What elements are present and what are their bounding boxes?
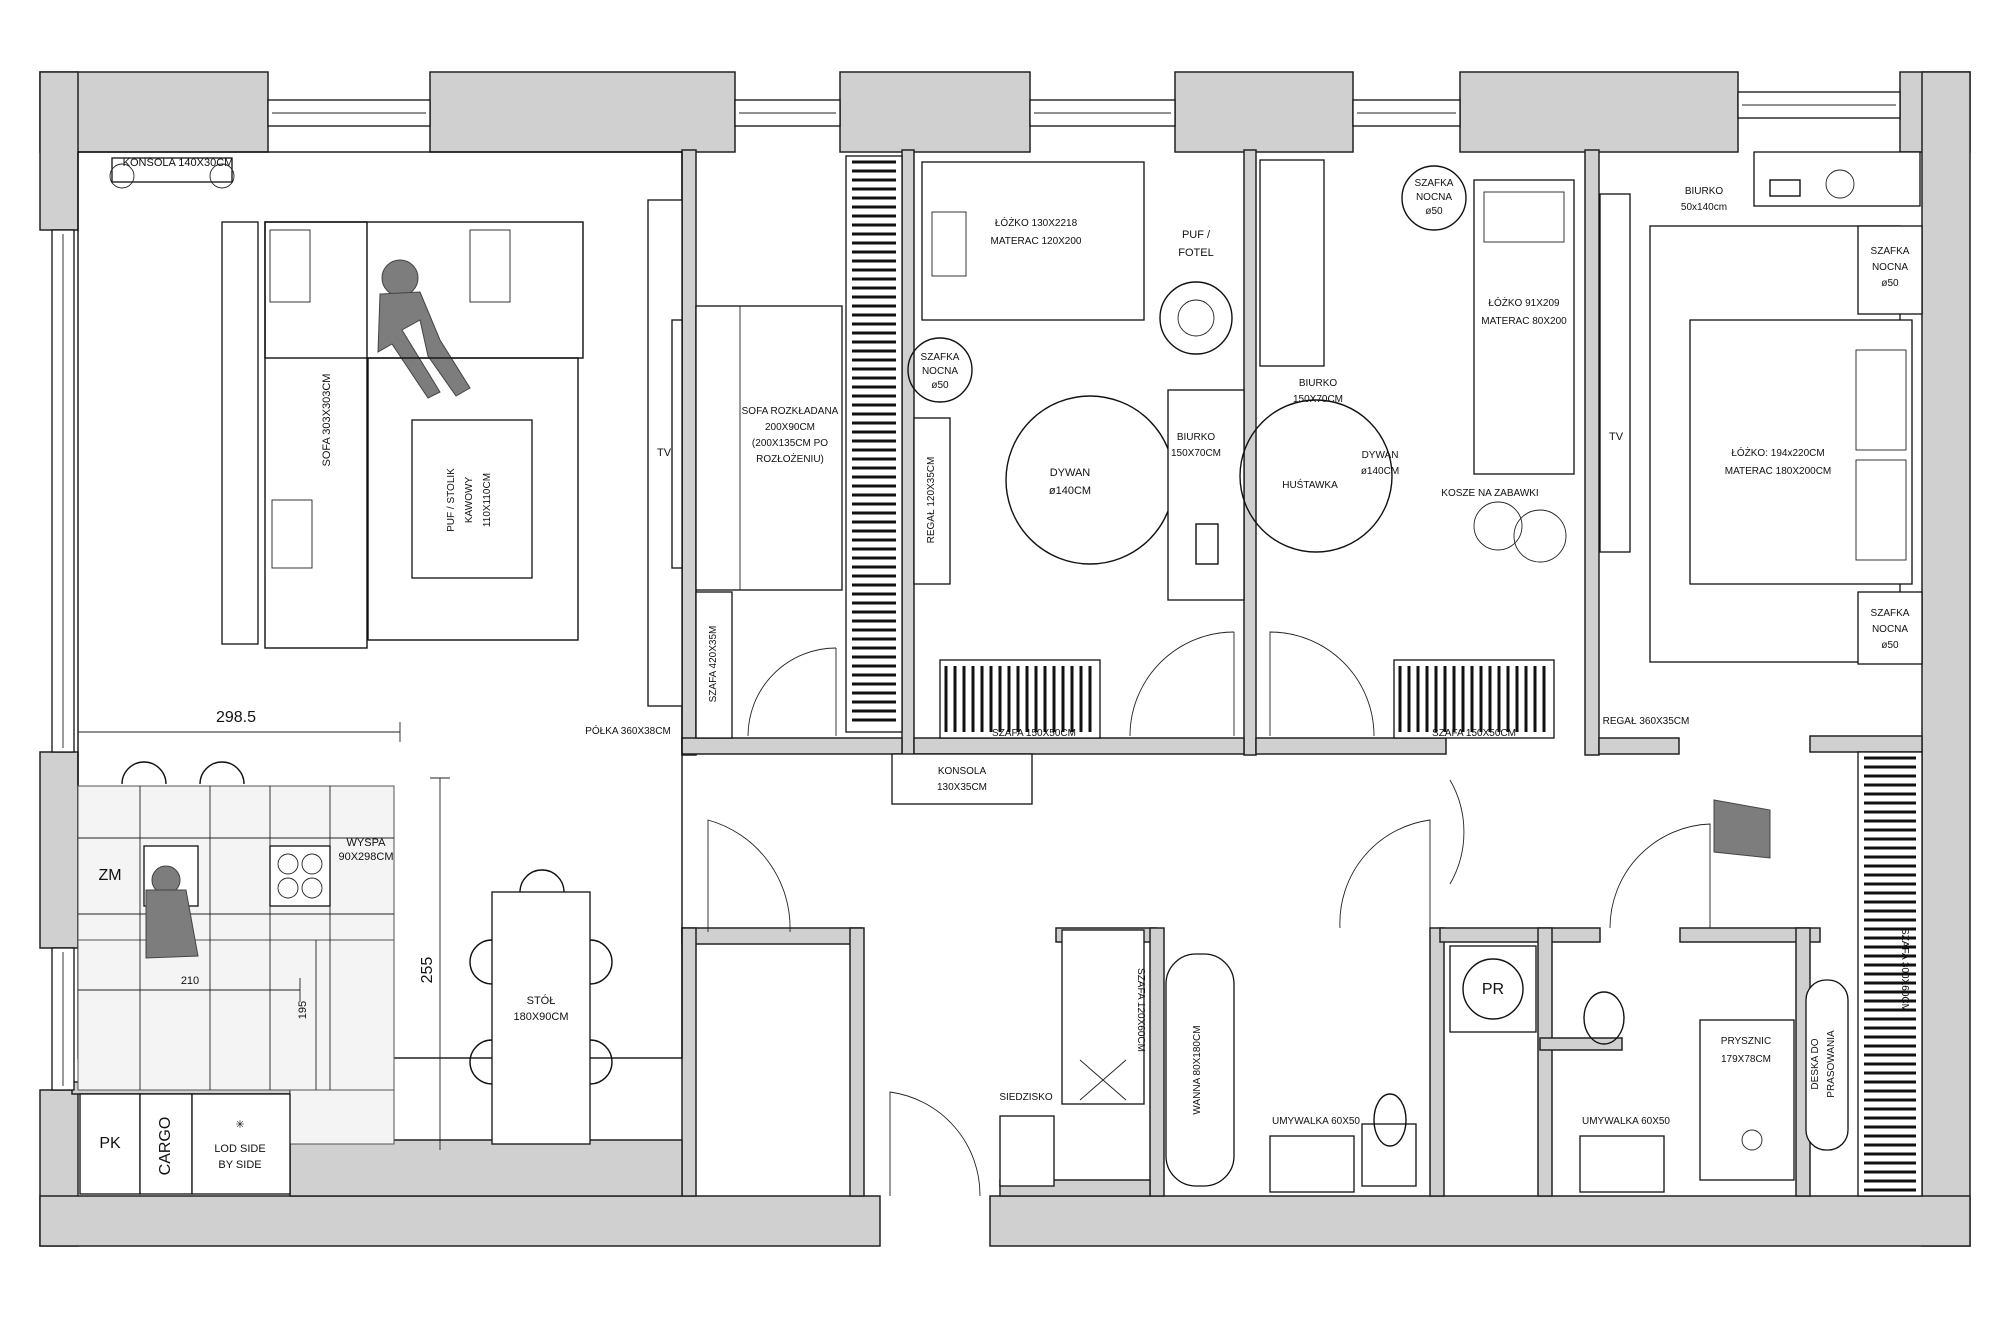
sofabed-label-4: ROZŁOŻENIU): [756, 452, 824, 465]
person-hall-icon: [1713, 799, 1771, 859]
room-3: SZAFKA NOCNA ø50 ŁÓŻKO 91X209 MATERAC 80…: [1239, 159, 1575, 739]
seat-label: SIEDZISKO: [999, 1092, 1053, 1103]
nightstand-r3-label-1: SZAFKA: [1415, 178, 1454, 189]
puf-r2-label-1: PUF /: [1182, 229, 1211, 241]
table-label-2: 180X90CM: [513, 1011, 568, 1023]
dimension-width-label: 298.5: [216, 709, 256, 726]
bed-master-label-2: MATERAC 180X200CM: [1725, 466, 1832, 477]
ironing-label-2: PRASOWANIA: [1826, 1030, 1837, 1098]
fridge-label-1: LOD SIDE: [214, 1143, 265, 1155]
cargo-label: CARGO: [157, 1117, 174, 1176]
puf-r2-label-2: FOTEL: [1178, 247, 1213, 259]
rug-r3-label-1: DYWAN: [1362, 450, 1399, 461]
desk-r2-label-1: BIURKO: [1177, 432, 1216, 443]
wardrobe-r1-label: SZAFA 420X35M: [708, 626, 719, 703]
master-bedroom: ŁÓŻKO: 194x220CM MATERAC 180X200CM SZAFK…: [1599, 151, 1923, 727]
rug-r2-label-2: ø140CM: [1049, 485, 1091, 497]
table-label-1: STÓŁ: [527, 994, 556, 1007]
puf-label-3: 110X110CM: [482, 473, 493, 527]
dining-table: STÓŁ 180X90CM: [469, 869, 613, 1145]
tub-label: WANNA 80X180CM: [1192, 1025, 1203, 1114]
desk-master-label-1: BIURKO: [1685, 186, 1724, 197]
console-r2-label-2: 130X35CM: [937, 782, 987, 793]
sofabed-label-1: SOFA ROZKŁADANA: [742, 406, 839, 417]
console-r2-label-1: KONSOLA: [938, 766, 987, 777]
room-2: ŁÓŻKO 130X2218 MATERAC 120X200 PUF / FOT…: [891, 161, 1245, 805]
room-1: SOFA ROZKŁADANA 200X90CM (200X135CM PO R…: [585, 155, 903, 739]
puf-label-2: KAWOWY: [464, 477, 475, 524]
hall-wardrobe-label: SZAFA 300X60CM: [1899, 928, 1910, 1012]
sink-b2-label: UMYWALKA 60X50: [1582, 1116, 1670, 1127]
wyspa-label-2: 90X298CM: [338, 851, 393, 863]
desk-r2-label-2: 150X70CM: [1171, 448, 1221, 459]
nightstand-top-label-3: ø50: [1881, 278, 1899, 289]
outer-walls: [39, 71, 1971, 1247]
desk-r3-label-1: BIURKO: [1299, 378, 1338, 389]
puf-label-1: PUF / STOLIK: [446, 468, 457, 532]
dimension-height-label: 255: [419, 957, 436, 984]
dim-210-label: 210: [181, 975, 199, 987]
nightstand-r2-label-3: ø50: [931, 380, 949, 391]
shelf-r1-label: PÓŁKA 360X38CM: [585, 724, 671, 737]
wardrobe-hangers-r2: [939, 659, 1101, 739]
pk-label: PK: [99, 1135, 121, 1152]
console-top-label: KONSOLA 140X30CM: [123, 157, 234, 169]
dim-195-label: 195: [297, 1001, 309, 1019]
shower-label-2: 179X78CM: [1721, 1054, 1771, 1065]
bed-r3-label-1: ŁÓŻKO 91X209: [1488, 296, 1560, 309]
nightstand-r2-label-1: SZAFKA: [921, 352, 960, 363]
nightstand-r3-label-2: NOCNA: [1416, 192, 1452, 203]
pr-label: PR: [1482, 981, 1504, 998]
rug-r2-label-1: DYWAN: [1050, 467, 1091, 479]
rug-r3-label-2: ø140CM: [1361, 466, 1399, 477]
tv-label-master: TV: [1609, 431, 1624, 443]
snowflake-icon: ✳: [235, 1119, 244, 1131]
bathroom-2: UMYWALKA 60X50 PRYSZNIC 179X78CM: [1579, 991, 1795, 1193]
wardrobe-r2-label: SZAFA 150X50CM: [992, 728, 1076, 739]
nightstand-top-label-2: NOCNA: [1872, 262, 1908, 273]
wardrobe-r3-label: SZAFA 150X50CM: [1432, 728, 1516, 739]
nightstand-bot-label-2: NOCNA: [1872, 624, 1908, 635]
regal-master-label: REGAŁ 360X35CM: [1603, 716, 1690, 727]
nightstand-r3-label-3: ø50: [1425, 206, 1443, 217]
zm-label: ZM: [98, 867, 121, 884]
bed-r2-label-1: ŁÓŻKO 130X2218: [995, 216, 1078, 229]
baskets-label: KOSZE NA ZABAWKI: [1441, 488, 1538, 499]
nightstand-r2-label-2: NOCNA: [922, 366, 958, 377]
sofabed-label-2: 200X90CM: [765, 422, 815, 433]
hall-wardrobe-small-label: SZAFA 120X60CM: [1135, 968, 1146, 1052]
hall: SZAFA 120X60CM SIEDZISKO PR DESKA DO PRA…: [707, 751, 1923, 1197]
person-icon: [377, 259, 471, 399]
wyspa-label-1: WYSPA: [347, 837, 387, 849]
wardrobe-hangers-r3: [1393, 659, 1555, 739]
swing-label: HUŚTAWKA: [1282, 478, 1338, 491]
kitchen: ZM WYSPA 90X298CM 210 195 PK CARGO ✳ LOD…: [77, 761, 395, 1195]
wardrobe-hangers-r1: [845, 155, 903, 733]
person-kitchen-icon: [145, 865, 199, 959]
nightstand-bot-label-1: SZAFKA: [1871, 608, 1910, 619]
nightstand-bot-label-3: ø50: [1881, 640, 1899, 651]
hall-wardrobe-hangers: [1857, 751, 1923, 1197]
bed-master-label-1: ŁÓŻKO: 194x220CM: [1731, 446, 1824, 459]
ironing-label-1: DESKA DO: [1810, 1038, 1821, 1089]
bed-r3-label-2: MATERAC 80X200: [1481, 316, 1567, 327]
windows: [51, 91, 1901, 1091]
nightstand-top-label-1: SZAFKA: [1871, 246, 1910, 257]
regal-r2-label: REGAŁ 120X35CM: [926, 457, 937, 544]
tv-label-living: TV: [657, 447, 672, 459]
living-room: KONSOLA 140X30CM SOFA 303X303CM PUF / ST…: [77, 151, 683, 1150]
sofabed-label-3: (200X135CM PO: [752, 438, 828, 449]
bathroom-1: WANNA 80X180CM UMYWALKA 60X50: [1165, 953, 1417, 1193]
desk-master-label-2: 50x140cm: [1681, 202, 1727, 213]
fridge-label-2: BY SIDE: [218, 1159, 261, 1171]
sofa-label: SOFA 303X303CM: [321, 374, 333, 467]
bed-r2-label-2: MATERAC 120X200: [991, 236, 1082, 247]
shower-label-1: PRYSZNIC: [1721, 1036, 1771, 1047]
sink-b1-label: UMYWALKA 60X50: [1272, 1116, 1360, 1127]
